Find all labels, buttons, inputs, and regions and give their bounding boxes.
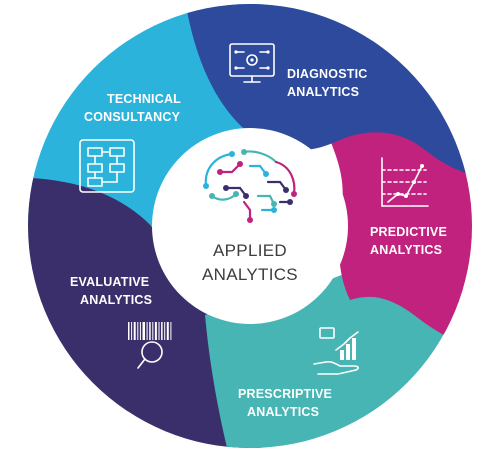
brain-circuit-trace [274,160,296,196]
barcode-bar [142,322,145,340]
brain-circuit-trace [266,180,288,192]
barcode-bar [133,322,136,340]
barcode-bar [139,322,141,340]
center-label-line1: APPLIED [213,241,287,260]
segment-predictive-analytics [330,127,472,360]
prescriptive-label-line1: PRESCRIPTIVE [238,387,332,401]
barcode-bar [146,322,148,340]
brain-circuit-icon [203,149,297,223]
barcode-bar [131,322,133,340]
barcode-bar [170,322,172,340]
monitor-gear-icon [229,43,275,83]
brain-circuit-node [203,183,209,189]
technical-label-line2: CONSULTANCY [84,110,181,124]
brain-circuit-node [287,199,293,205]
predictive-label-line2: ANALYTICS [370,243,442,257]
barcode-bar [158,322,160,340]
barcode-bar [149,322,151,340]
barcode-bar [164,322,166,340]
prescriptive-label-line2: ANALYTICS [247,405,319,419]
barcode-bar [161,322,163,340]
barcode-bar [128,322,130,340]
brain-circuit-trace [242,200,252,222]
line-chart-icon [381,157,429,207]
diagnostic-label-line1: DIAGNOSTIC [287,67,367,81]
barcode-bar [166,322,169,340]
brain-circuit-node [263,171,269,177]
brain-circuit-node [241,149,247,155]
center-label-line2: ANALYTICS [202,265,298,284]
brain-circuit-node [229,151,235,157]
brain-circuit-node [223,185,229,191]
technical-label-line1: TECHNICAL [107,92,181,106]
brain-circuit-trace [224,186,248,198]
hand-chart-icon [313,327,359,375]
barcode-bar [154,322,157,340]
predictive-label-line1: PREDICTIVE [370,225,447,239]
flowchart-icon [79,139,135,193]
brain-circuit-trace [218,162,242,174]
brain-circuit-node [233,191,239,197]
brain-circuit-node [271,207,277,213]
evaluative-label-line1: EVALUATIVE [70,275,149,289]
evaluative-label-line2: ANALYTICS [80,293,152,307]
barcode-bar [152,322,154,340]
brain-circuit-node [271,201,277,207]
barcode-magnifier-icon [128,322,172,369]
brain-circuit-trace [204,152,234,188]
brain-circuit-node [243,193,249,199]
brain-circuit-node [217,169,223,175]
brain-circuit-node [247,217,253,223]
brain-circuit-node [209,193,215,199]
brain-circuit-node [283,187,289,193]
center-disc [152,128,348,324]
brain-circuit-trace [248,164,268,176]
diagnostic-label-line2: ANALYTICS [287,85,359,99]
brain-circuit-node [291,191,297,197]
brain-circuit-node [237,161,243,167]
barcode-bar [137,322,139,340]
